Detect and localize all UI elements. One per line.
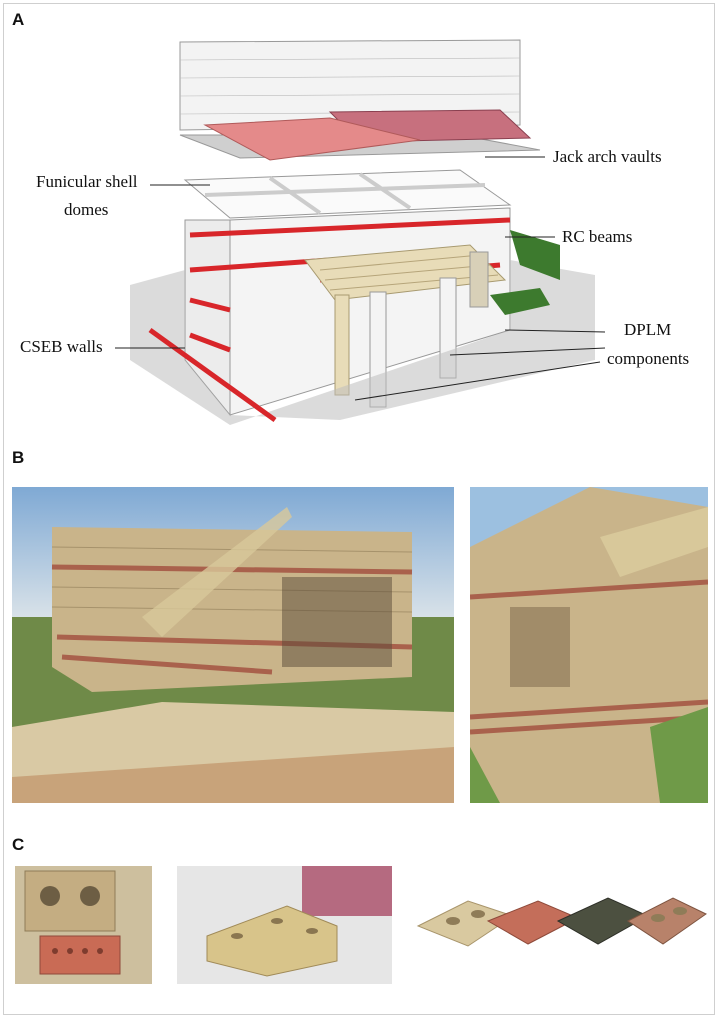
label-cseb-walls: CSEB walls — [20, 337, 103, 356]
annotation-leader-lines — [115, 156, 606, 401]
block-types-photo — [408, 866, 708, 984]
panel-c-label: C — [12, 835, 25, 854]
label-components: components — [607, 349, 690, 368]
stacked-blocks-photo — [15, 866, 152, 984]
label-dplm: DPLM — [624, 320, 672, 339]
label-domes: domes — [64, 200, 109, 219]
label-funicular-shell: Funicular shell — [36, 172, 138, 191]
house-corner-photo — [470, 487, 708, 803]
exploded-axonometric-diagram — [120, 30, 600, 425]
label-jack-arch-vaults: Jack arch vaults — [553, 147, 662, 166]
house-exterior-photo — [12, 487, 454, 803]
interlocking-blocks-corner-photo — [177, 866, 392, 984]
panel-b-label: B — [12, 448, 25, 467]
panel-a-label: A — [12, 10, 25, 29]
label-rc-beams: RC beams — [562, 227, 633, 246]
figure-frame — [3, 3, 715, 1015]
